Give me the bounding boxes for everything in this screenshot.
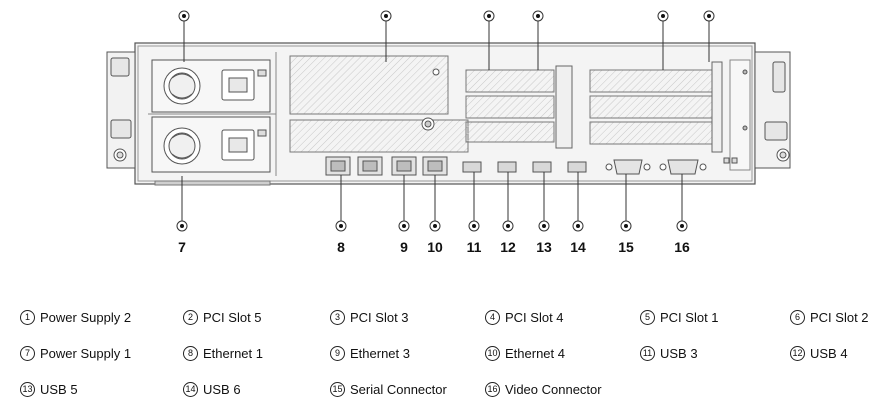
legend-label: Power Supply 1: [40, 346, 132, 361]
legend-label: PCI Slot 1: [660, 310, 719, 325]
callout-number: 8: [337, 239, 345, 255]
ethernet-1-port: [325, 156, 351, 176]
legend-number: 16: [485, 382, 500, 397]
legend-item: 3 PCI Slot 3: [330, 310, 409, 325]
callout-marker-top: [657, 10, 669, 22]
legend-label: Video Connector: [505, 382, 602, 397]
callout-marker-top: [703, 10, 715, 22]
callout-marker-top: [178, 10, 190, 22]
callout-number: 11: [467, 239, 482, 255]
pci-slot-3: [465, 69, 555, 93]
legend-number: 13: [20, 382, 35, 397]
callout-marker-bottom: [620, 220, 632, 232]
callout-number: 13: [536, 239, 552, 255]
callout-number: 10: [427, 239, 443, 255]
callout-number: 9: [400, 239, 408, 255]
legend-item: 15 Serial Connector: [330, 382, 447, 397]
right-rack-ear: [754, 51, 791, 169]
callout-number: 12: [500, 239, 516, 255]
legend-item: 10 Ethernet 4: [485, 346, 565, 361]
legend: 1 Power Supply 2 2 PCI Slot 5 3 PCI Slot 3 4 PC…: [0, 300, 889, 400]
legend-label: Power Supply 2: [40, 310, 132, 325]
callout-marker-top: [380, 10, 392, 22]
legend-number: 4: [485, 310, 500, 325]
callout-number: 14: [570, 239, 586, 255]
legend-label: PCI Slot 3: [350, 310, 409, 325]
legend-number: 3: [330, 310, 345, 325]
pci-slot-blank-2: [589, 121, 723, 145]
legend-label: USB 5: [40, 382, 78, 397]
legend-item: 6 PCI Slot 2: [790, 310, 869, 325]
callout-marker-bottom: [538, 220, 550, 232]
legend-item: 12 USB 4: [790, 346, 848, 361]
legend-number: 6: [790, 310, 805, 325]
legend-number: 14: [183, 382, 198, 397]
legend-label: USB 3: [660, 346, 698, 361]
legend-label: Ethernet 4: [505, 346, 565, 361]
legend-item: 14 USB 6: [183, 382, 241, 397]
legend-label: USB 4: [810, 346, 848, 361]
pci-slot-2: [589, 95, 723, 119]
legend-number: 8: [183, 346, 198, 361]
callout-number: 7: [178, 239, 186, 255]
legend-item: 13 USB 5: [20, 382, 78, 397]
legend-label: PCI Slot 4: [505, 310, 564, 325]
callout-number: 15: [618, 239, 634, 255]
legend-label: Serial Connector: [350, 382, 447, 397]
legend-number: 11: [640, 346, 655, 361]
legend-number: 5: [640, 310, 655, 325]
pci-bracket: [555, 65, 573, 149]
callout-number: 16: [674, 239, 690, 255]
legend-item: 16 Video Connector: [485, 382, 602, 397]
callout-marker-bottom: [676, 220, 688, 232]
legend-label: PCI Slot 5: [203, 310, 262, 325]
legend-number: 15: [330, 382, 345, 397]
legend-item: 11 USB 3: [640, 346, 698, 361]
pci-slot-blank: [465, 121, 555, 143]
callout-marker-bottom: [335, 220, 347, 232]
usb-5-port: [532, 161, 552, 173]
callout-marker-bottom: [176, 220, 188, 232]
legend-number: 9: [330, 346, 345, 361]
usb-4-port: [497, 161, 517, 173]
callout-marker-bottom: [572, 220, 584, 232]
power-supply-2: [151, 59, 271, 113]
callout-marker-top: [483, 10, 495, 22]
legend-item: 5 PCI Slot 1: [640, 310, 719, 325]
usb-3-port: [462, 161, 482, 173]
legend-number: 12: [790, 346, 805, 361]
pci-slot-1: [589, 69, 723, 93]
io-area-plate: [289, 117, 469, 153]
legend-label: Ethernet 3: [350, 346, 410, 361]
callout-marker-bottom: [502, 220, 514, 232]
legend-item: 9 Ethernet 3: [330, 346, 410, 361]
serial-connector: [605, 159, 651, 175]
legend-item: 2 PCI Slot 5: [183, 310, 262, 325]
callout-marker-bottom: [468, 220, 480, 232]
ethernet-3-port: [391, 156, 417, 176]
legend-number: 10: [485, 346, 500, 361]
callout-marker-bottom: [398, 220, 410, 232]
server-rear-panel-diagram: 7 8 9 10 11 12 13 14 15 16: [106, 10, 791, 255]
legend-item: 7 Power Supply 1: [20, 346, 131, 361]
legend-number: 1: [20, 310, 35, 325]
legend-label: Ethernet 1: [203, 346, 263, 361]
video-connector: [659, 159, 707, 175]
pci-slot-5: [289, 55, 449, 115]
legend-item: 8 Ethernet 1: [183, 346, 263, 361]
left-rack-ear: [106, 51, 136, 169]
legend-label: PCI Slot 2: [810, 310, 869, 325]
callout-marker-top: [532, 10, 544, 22]
ethernet-4-port: [422, 156, 448, 176]
legend-item: 1 Power Supply 2: [20, 310, 131, 325]
pci-slot-4: [465, 95, 555, 119]
callout-marker-bottom: [429, 220, 441, 232]
legend-label: USB 6: [203, 382, 241, 397]
usb-6-port: [567, 161, 587, 173]
legend-number: 2: [183, 310, 198, 325]
legend-item: 4 PCI Slot 4: [485, 310, 564, 325]
legend-number: 7: [20, 346, 35, 361]
power-supply-1: [151, 116, 271, 173]
